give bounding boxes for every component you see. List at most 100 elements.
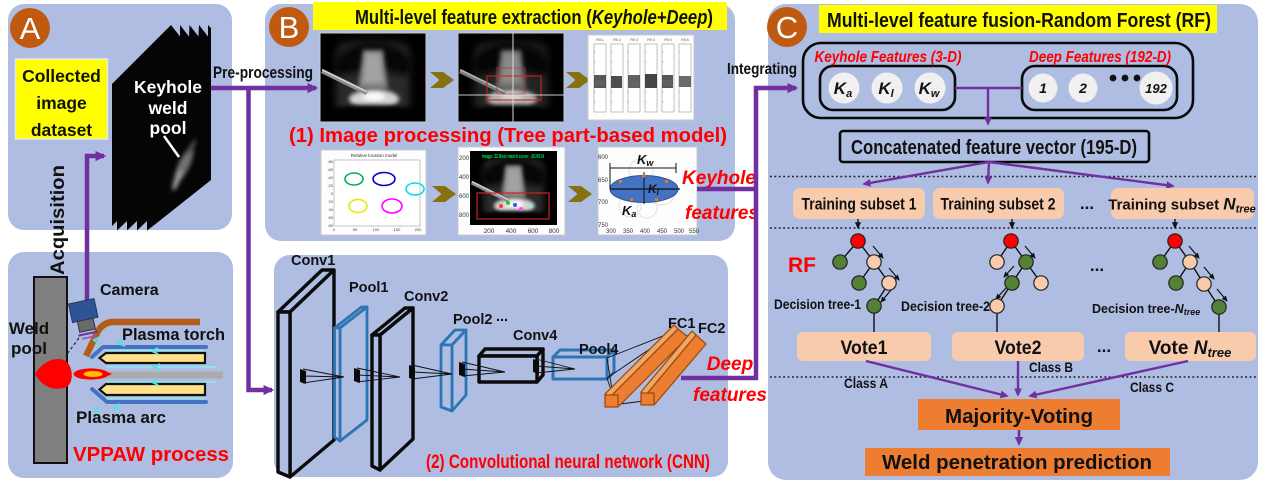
- svg-text:Vote2: Vote2: [995, 338, 1042, 359]
- svg-text:Filt 5: Filt 5: [664, 38, 672, 42]
- svg-text:192: 192: [1145, 81, 1167, 96]
- svg-text:...: ...: [496, 309, 508, 325]
- svg-text:Relative location model: Relative location model: [351, 153, 398, 158]
- svg-text:Acquisition: Acquisition: [48, 165, 69, 275]
- svg-text:Pool2: Pool2: [453, 312, 492, 328]
- svg-text:400: 400: [459, 175, 470, 181]
- svg-text:40: 40: [329, 207, 334, 212]
- svg-text:A: A: [20, 11, 41, 46]
- svg-text:Pool1: Pool1: [349, 280, 388, 296]
- svg-text:Concatenated feature vector (1: Concatenated feature vector (195-D): [851, 137, 1137, 159]
- svg-text:Majority-Voting: Majority-Voting: [945, 405, 1093, 428]
- svg-text:Training subset 2: Training subset 2: [941, 196, 1056, 214]
- svg-text:-80: -80: [327, 159, 334, 164]
- svg-text:Keyhole: Keyhole: [682, 168, 756, 189]
- svg-text:Keyhole Features (3-D): Keyhole Features (3-D): [815, 49, 962, 66]
- svg-text:600: 600: [598, 155, 609, 161]
- svg-text:Decision tree-Ntree: Decision tree-Ntree: [1092, 302, 1200, 317]
- svg-text:Conv4: Conv4: [513, 328, 557, 344]
- svg-text:(2) Convolutional neural netwo: (2) Convolutional neural network (CNN): [426, 452, 710, 473]
- svg-text:Collected: Collected: [22, 66, 101, 86]
- svg-text:Plasma torch: Plasma torch: [122, 325, 225, 344]
- svg-text:Class B: Class B: [1029, 359, 1073, 375]
- svg-text:...: ...: [1080, 194, 1094, 213]
- svg-text:800: 800: [459, 213, 470, 219]
- svg-text:(1) Image processing (Tree par: (1) Image processing (Tree part-based mo…: [289, 125, 727, 147]
- svg-text:Training subset 1: Training subset 1: [802, 196, 917, 214]
- svg-text:x: x: [529, 203, 533, 210]
- svg-text:FC1: FC1: [668, 316, 695, 332]
- svg-text:Training subset Ntree: Training subset Ntree: [1108, 195, 1256, 216]
- svg-text:50: 50: [353, 227, 358, 232]
- svg-text:Class A: Class A: [844, 375, 888, 391]
- svg-text:RF: RF: [788, 254, 816, 277]
- svg-text:Kl: Kl: [648, 182, 660, 197]
- svg-text:Deep: Deep: [707, 354, 753, 375]
- svg-text:100: 100: [373, 227, 380, 232]
- svg-text:B: B: [279, 10, 300, 45]
- svg-text:1: 1: [1039, 80, 1047, 96]
- svg-text:FC2: FC2: [698, 321, 725, 337]
- svg-text:C: C: [776, 10, 798, 45]
- svg-text:Conv1: Conv1: [291, 253, 335, 269]
- svg-text:650: 650: [598, 178, 609, 184]
- svg-text:150: 150: [394, 227, 401, 232]
- svg-text:Filt 3: Filt 3: [630, 38, 638, 42]
- svg-text:0: 0: [331, 191, 334, 196]
- svg-text:image: image: [36, 93, 87, 113]
- svg-text:Decision tree-1: Decision tree-1: [774, 297, 861, 312]
- svg-text:0: 0: [333, 227, 336, 232]
- svg-text:dataset: dataset: [31, 120, 92, 140]
- svg-text:Weld: Weld: [9, 319, 49, 338]
- svg-text:-60: -60: [327, 167, 334, 172]
- svg-text:Class C: Class C: [1130, 379, 1174, 395]
- svg-text:-40: -40: [327, 175, 334, 180]
- svg-text:Vote1: Vote1: [841, 338, 888, 359]
- svg-text:600: 600: [459, 194, 470, 200]
- svg-text:Integrating: Integrating: [727, 61, 797, 78]
- svg-text:200: 200: [459, 156, 470, 162]
- svg-text:450: 450: [657, 229, 668, 235]
- svg-text:800: 800: [549, 228, 560, 235]
- svg-text:VPPAW process: VPPAW process: [73, 443, 229, 466]
- svg-text:Plasma arc: Plasma arc: [76, 408, 166, 427]
- svg-text:...: ...: [1090, 256, 1104, 275]
- svg-text:550: 550: [689, 229, 700, 235]
- svg-text:features: features: [685, 203, 759, 224]
- svg-text:2: 2: [1078, 80, 1087, 96]
- svg-text:pool: pool: [150, 118, 187, 138]
- svg-text:300: 300: [606, 229, 617, 235]
- svg-text:400: 400: [640, 229, 651, 235]
- svg-text:Deep Features (192-D): Deep Features (192-D): [1029, 49, 1171, 66]
- svg-text:Filt 4: Filt 4: [647, 38, 655, 42]
- svg-text:60: 60: [329, 215, 334, 220]
- svg-text:350: 350: [623, 229, 634, 235]
- svg-text:Image: 22 Best match score: -2: Image: 22 Best match score: -20.0014: [482, 154, 544, 160]
- svg-text:Pool4: Pool4: [579, 342, 618, 358]
- svg-text:600: 600: [528, 228, 539, 235]
- svg-text:Pre-processing: Pre-processing: [213, 64, 313, 82]
- svg-text:Multi-level feature fusion-Ran: Multi-level feature fusion-Random Forest…: [827, 10, 1211, 32]
- svg-text:500: 500: [674, 229, 685, 235]
- svg-text:200: 200: [484, 228, 495, 235]
- svg-text:features: features: [693, 385, 767, 406]
- svg-text:weld: weld: [148, 98, 188, 118]
- svg-text:Filt 1: Filt 1: [596, 38, 604, 42]
- svg-text:Decision tree-2: Decision tree-2: [901, 299, 990, 314]
- svg-text:20: 20: [329, 199, 334, 204]
- svg-text:Filt 2: Filt 2: [613, 38, 621, 42]
- svg-text:750: 750: [598, 223, 609, 229]
- svg-text:Kl: Kl: [878, 79, 894, 100]
- svg-text:...: ...: [1097, 337, 1111, 356]
- svg-text:80: 80: [329, 223, 334, 228]
- svg-text:-20: -20: [327, 183, 334, 188]
- svg-text:700: 700: [598, 200, 609, 206]
- svg-text:pool: pool: [11, 339, 47, 358]
- svg-text:Multi-level feature extraction: Multi-level feature extraction (Keyhole+…: [355, 7, 713, 29]
- svg-text:Weld penetration prediction: Weld penetration prediction: [882, 451, 1152, 474]
- svg-text:Keyhole: Keyhole: [134, 77, 202, 97]
- svg-text:Camera: Camera: [100, 282, 159, 299]
- svg-text:400: 400: [506, 228, 517, 235]
- svg-text:Conv2: Conv2: [404, 289, 448, 305]
- svg-text:Filt 6: Filt 6: [681, 38, 689, 42]
